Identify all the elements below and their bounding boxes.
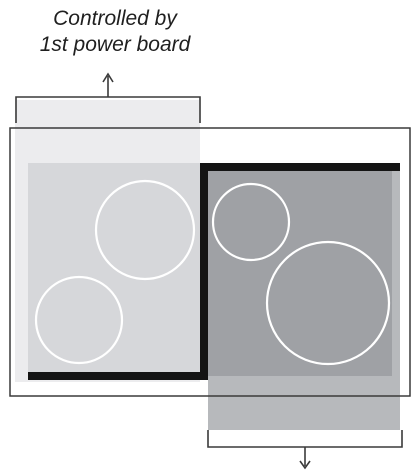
burner-left-small [34,275,124,365]
bottom-bracket [207,430,403,448]
cooktop-outline [9,127,411,397]
down-arrow-icon [299,460,311,470]
right-cooking-zone-panel [208,171,392,376]
burner-right-small [211,182,291,262]
bottom-divider [28,372,208,380]
center-divider [200,163,208,380]
burner-left-large [94,179,196,281]
top-divider [200,163,400,171]
burner-right-large [265,240,391,366]
annotation-line-2: 1st power board [39,33,191,56]
board-annotation: Controlled by 1st power board [0,6,230,58]
up-arrow-icon [102,72,114,83]
annotation-line-1: Controlled by [53,7,177,30]
